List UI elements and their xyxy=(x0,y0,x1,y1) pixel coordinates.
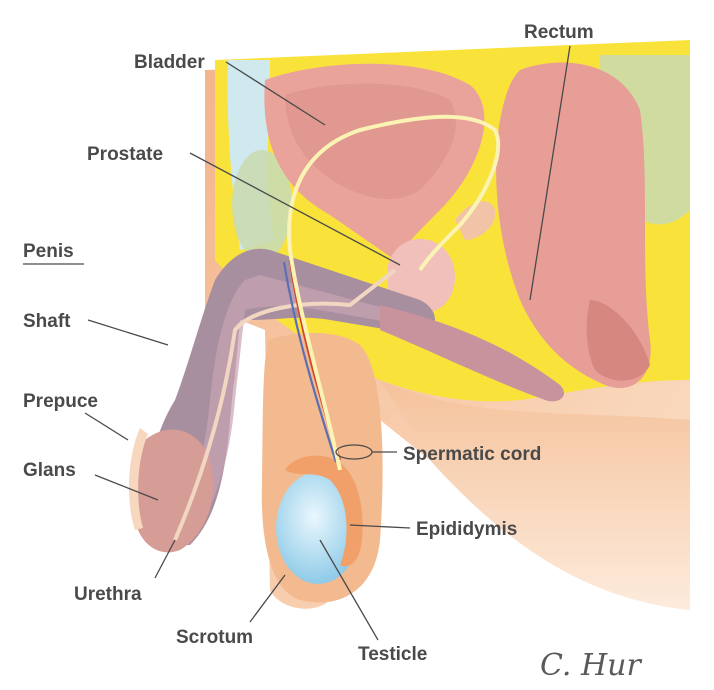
leader-prostate xyxy=(189,152,401,266)
urethra-line xyxy=(173,268,397,541)
seminal-vesicle xyxy=(455,201,496,240)
vas-deferens xyxy=(287,114,501,471)
rectum-lower xyxy=(586,300,650,381)
cord-vessel-blue xyxy=(282,261,338,463)
bladder-inner xyxy=(285,83,456,200)
label-urethra: Urethra xyxy=(74,584,142,605)
label-spermatic-cord: Spermatic cord xyxy=(403,444,541,465)
penis-shaft-inner xyxy=(180,275,410,535)
leader-rectum xyxy=(529,45,571,301)
leader-scrotum xyxy=(249,574,286,623)
label-prostate: Prostate xyxy=(87,144,163,165)
rectum xyxy=(496,62,651,388)
testicle xyxy=(276,472,360,584)
pubic-bone xyxy=(232,150,292,260)
leader-testicle xyxy=(319,539,379,641)
label-penis: Penis xyxy=(23,241,74,262)
label-rectum: Rectum xyxy=(524,22,594,43)
label-scrotum: Scrotum xyxy=(176,627,253,648)
leader-urethra xyxy=(154,539,176,579)
label-bladder: Bladder xyxy=(134,52,205,73)
label-prepuce: Prepuce xyxy=(23,391,98,412)
label-glans: Glans xyxy=(23,460,76,481)
glans xyxy=(132,429,214,553)
pelvic-floor xyxy=(380,305,565,402)
leader-epididymis xyxy=(349,524,411,529)
label-testicle: Testicle xyxy=(358,644,427,665)
label-shaft: Shaft xyxy=(23,311,71,332)
leader-prepuce xyxy=(84,412,129,441)
epididymis xyxy=(285,455,363,567)
prepuce xyxy=(128,428,148,530)
label-epididymis: Epididymis xyxy=(416,519,517,540)
lower-skin-fade xyxy=(380,380,690,610)
leader-glans xyxy=(94,474,159,501)
artist-signature: C. Hur xyxy=(540,648,642,683)
leader-bladder xyxy=(225,61,326,126)
leader-shaft xyxy=(87,319,169,346)
